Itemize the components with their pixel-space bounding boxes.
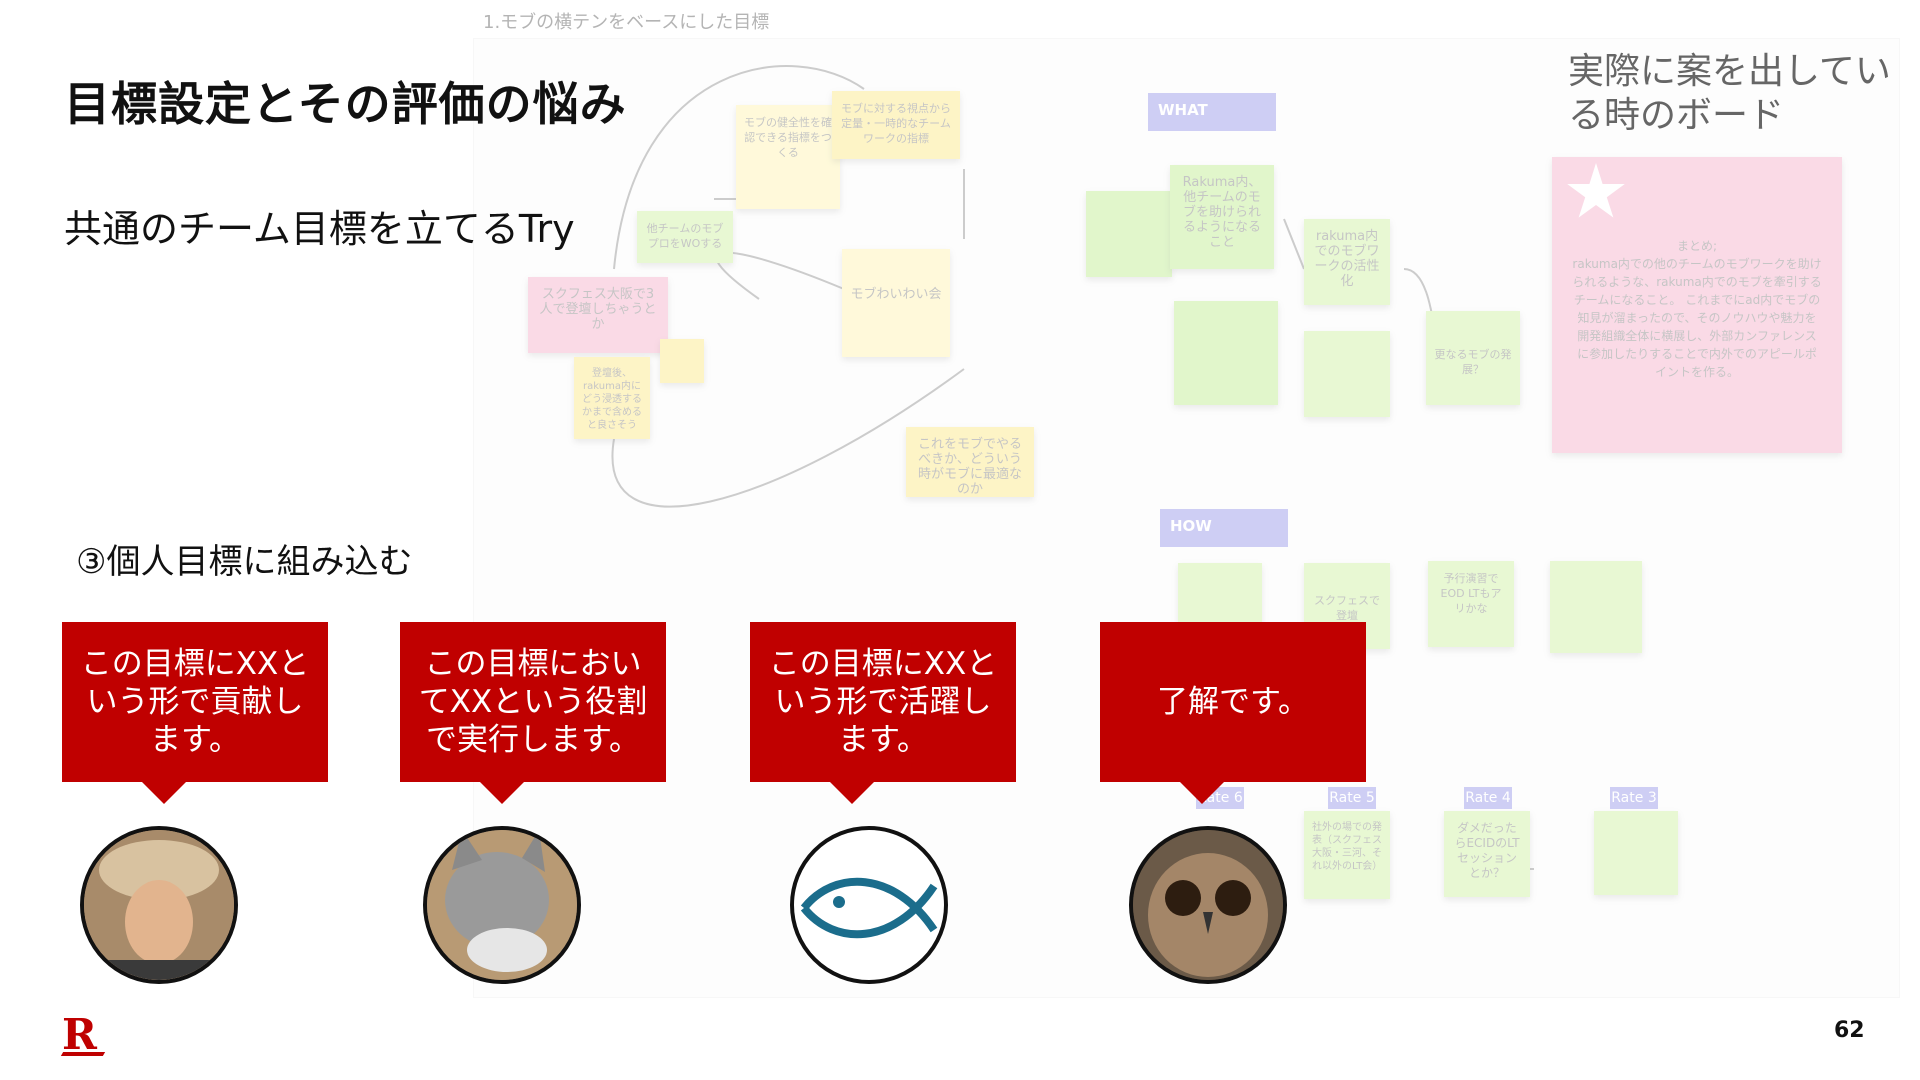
board-title: 1.モブの横テンをベースにした目標 [483,12,770,33]
sticky-rate5: 社外の場での発表（スクフェス大阪・三河、それ以外のLT会） [1304,811,1390,899]
sticky-how-4 [1550,561,1642,653]
board-connectors [611,65,1534,870]
sticky-other-team: 他チームのモブプロをWOする [637,211,733,263]
sticky-rate4: ダメだったらECIDのLTセッションとか？ [1444,811,1530,897]
speech-bubble-2: この目標においてXXという役割で実行します。 [400,622,666,804]
sticky-green-mid [1174,301,1278,405]
summary-body: rakuma内での他のチームのモブワークを助けられるような、rakuma内でのモ… [1572,257,1822,379]
avatar-owl [1129,826,1287,984]
bubble-text-1: この目標にXXという形で貢献します。 [80,646,310,758]
avatar-fish [790,826,948,984]
summary-title: まとめ; [1676,239,1718,253]
speech-bubble-3: この目標にXXという形で活躍します。 [750,622,1016,804]
sticky-small-yellow [660,339,704,383]
speech-bubble-4: 了解です。 [1100,622,1366,804]
miro-board-screenshot: モブの健全性を確認できる指標をつくる モブに対する視点から定量・一時的なチームワ… [473,38,1900,998]
kitten-photo-icon [427,830,577,980]
page-number: 62 [1834,1018,1865,1043]
rate-badge-3: Rate 3 [1610,787,1658,809]
rate-badge-5: Rate 5 [1328,787,1376,809]
bubble-text-3: この目標にXXという形で活躍します。 [768,646,998,758]
sticky-mob-fun: モブわいわい会 [842,249,950,357]
bubble-text-4: 了解です。 [1157,684,1309,720]
logo-underline [60,1052,106,1056]
how-label: HOW [1160,509,1288,547]
sticky-how-lt: 予行演習でEOD LTもアリかな [1428,561,1514,647]
person-photo-icon [84,830,234,980]
rate-badge-4: Rate 4 [1464,787,1512,809]
subtitle: 共通のチーム目標を立てるTry [64,207,575,251]
page-title: 目標設定とその評価の悩み [64,77,627,131]
sticky-rakuma-help: Rakuma内、他チームのモブを助けられるようになること [1170,165,1274,269]
owl-photo-icon [1133,830,1283,980]
what-label: WHAT [1148,93,1276,131]
rakuten-logo: R [62,1010,97,1059]
sticky-green-left [1086,191,1172,277]
sticky-rate3 [1594,811,1678,895]
sticky-top-right: モブに対する視点から定量・一時的なチームワークの指標 [832,91,960,159]
avatar-kitten [423,826,581,984]
board-caption: 実際に案を出している時のボード [1568,51,1891,136]
bubble-text-2: この目標においてXXという役割で実行します。 [418,646,648,758]
fish-icon [800,877,938,939]
sticky-further: 更なるモブの発展？ [1426,311,1520,405]
sticky-scrumfest: スクフェス大阪で3人で登壇しちゃうとか [528,277,668,353]
sticky-summary: まとめ; rakuma内での他のチームのモブワークを助けられるような、rakum… [1552,157,1842,453]
personal-goal-heading: ③個人目標に組み込む [76,542,413,582]
speech-bubble-1: この目標にXXという形で貢献します。 [62,622,328,804]
avatar-person [80,826,238,984]
sticky-mob-when: これをモブでやるべきか、どういう時がモブに最適なのか [906,427,1034,497]
sticky-green-lower [1304,331,1390,417]
sticky-health: モブの健全性を確認できる指標をつくる [736,105,840,209]
sticky-rakuma-work: rakuma内でのモブワークの活性化 [1304,219,1390,305]
sticky-everyone: 登壇後、rakuma内にどう浸透するかまで含めると良さそう [574,357,650,439]
